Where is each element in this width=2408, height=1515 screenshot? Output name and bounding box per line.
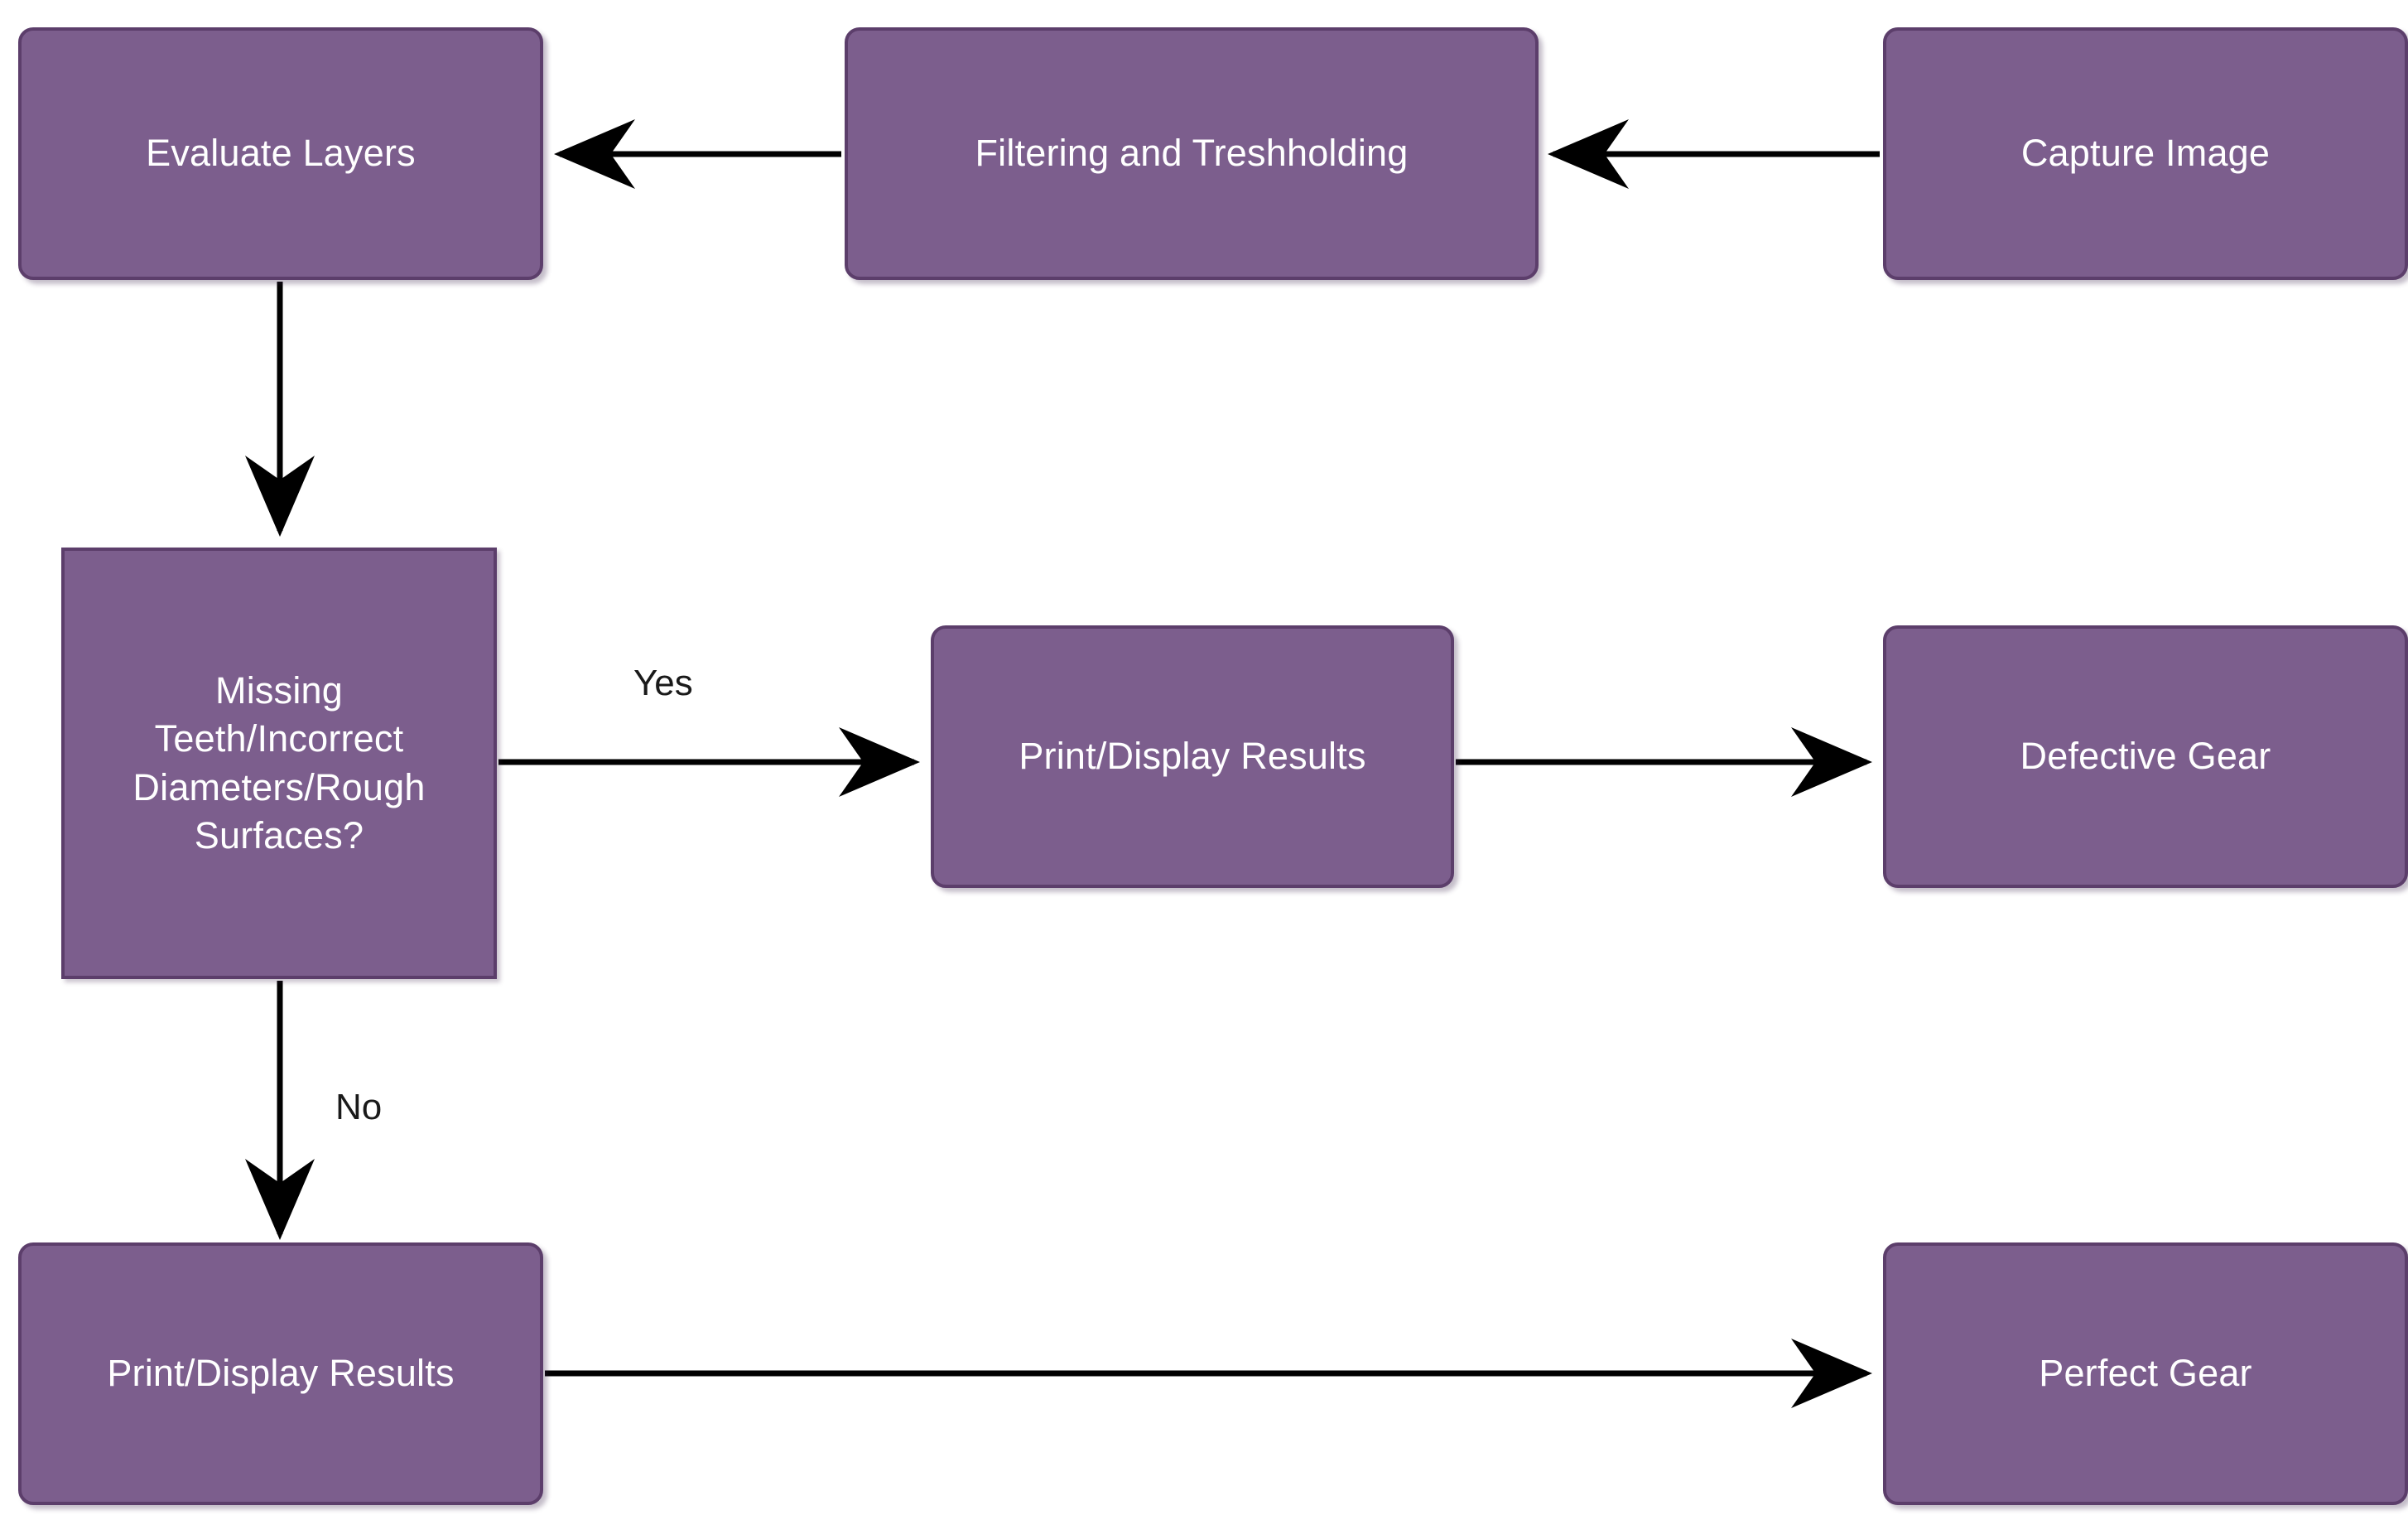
node-defective-gear[interactable]: Defective Gear bbox=[1883, 625, 2408, 888]
node-label: Print/Display Results bbox=[107, 1352, 455, 1395]
edge-label-no: No bbox=[335, 1087, 383, 1127]
node-label: Filtering and Treshholding bbox=[975, 132, 1409, 175]
node-label: Missing Teeth/Incorrect Diameters/Rough … bbox=[132, 668, 426, 857]
node-perfect-gear[interactable]: Perfect Gear bbox=[1883, 1242, 2408, 1505]
node-print-display-results-yes[interactable]: Print/Display Results bbox=[931, 625, 1454, 888]
node-label: Print/Display Results bbox=[1019, 735, 1366, 778]
node-filtering-and-thresholding[interactable]: Filtering and Treshholding bbox=[845, 27, 1539, 280]
node-label: Defective Gear bbox=[2020, 735, 2271, 778]
node-decision-defect-check[interactable]: Missing Teeth/Incorrect Diameters/Rough … bbox=[61, 548, 497, 979]
node-evaluate-layers[interactable]: Evaluate Layers bbox=[18, 27, 543, 280]
edge-label-yes: Yes bbox=[633, 663, 693, 703]
node-print-display-results-no[interactable]: Print/Display Results bbox=[18, 1242, 543, 1505]
node-label: Perfect Gear bbox=[2039, 1352, 2252, 1395]
node-capture-image[interactable]: Capture Image bbox=[1883, 27, 2408, 280]
node-label: Capture Image bbox=[2020, 132, 2271, 175]
node-label: Evaluate Layers bbox=[146, 132, 416, 175]
